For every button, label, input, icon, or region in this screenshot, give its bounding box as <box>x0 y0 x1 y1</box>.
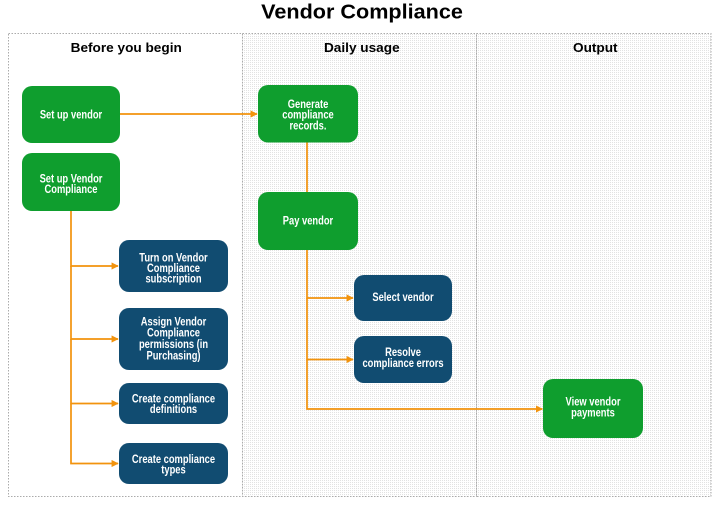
svg-text:Vendor Compliance: Vendor Compliance <box>261 1 463 23</box>
svg-text:Output: Output <box>573 41 618 55</box>
svg-text:Daily usage: Daily usage <box>324 41 400 55</box>
svg-text:Select vendor: Select vendor <box>372 291 434 304</box>
svg-text:Pay vendor: Pay vendor <box>283 214 334 227</box>
svg-text:Set up vendor: Set up vendor <box>40 108 103 121</box>
svg-text:Before you begin: Before you begin <box>71 41 182 55</box>
